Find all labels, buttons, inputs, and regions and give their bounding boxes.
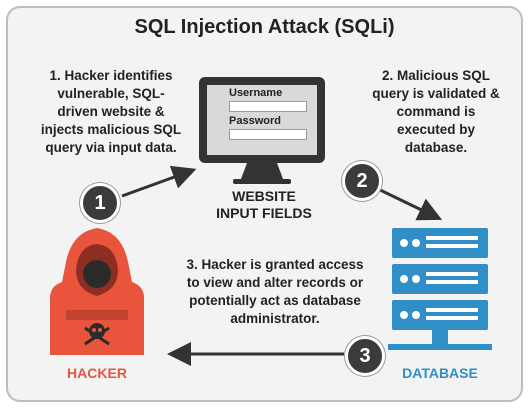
username-label: Username [229, 87, 283, 99]
step-3-badge: 3 [345, 336, 385, 376]
password-label: Password [229, 115, 281, 127]
step-3-text: 3. Hacker is granted access to view and … [186, 257, 364, 326]
website-caption: WEBSITE INPUT FIELDS [200, 188, 328, 222]
step-1-badge: 1 [80, 183, 120, 223]
website-caption-line2: INPUT FIELDS [216, 205, 312, 221]
step-2-badge: 2 [342, 161, 382, 201]
arrow-hacker-to-website [121, 165, 197, 198]
username-input[interactable] [229, 101, 307, 112]
website-caption-line1: WEBSITE [232, 188, 296, 204]
hacker-label: HACKER [67, 365, 127, 381]
password-input[interactable] [229, 129, 307, 140]
diagram-title: SQL Injection Attack (SQLi) [134, 16, 395, 38]
step-2-text: 2. Malicious SQL query is validated & co… [372, 68, 500, 155]
arrow-website-to-database [375, 186, 443, 221]
database-label: DATABASE [402, 365, 478, 381]
step-1-text: 1. Hacker identifies vulnerable, SQL- dr… [40, 68, 182, 155]
